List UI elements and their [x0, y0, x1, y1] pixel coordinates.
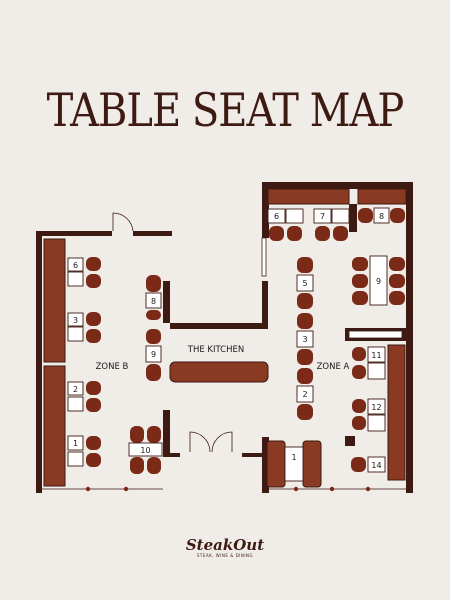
page-title: TABLE SEAT MAP [46, 84, 405, 138]
zone-b-seating [67, 257, 163, 474]
zb-table-9-label: 9 [151, 350, 156, 359]
zone-b-label: ZONE B [96, 362, 129, 372]
za-table-12-label: 12 [371, 403, 381, 412]
za-table-9-label: 9 [376, 277, 381, 286]
zb-table-3-label: 3 [73, 316, 78, 325]
window-markers [85, 486, 371, 492]
za-table-8-label: 8 [379, 212, 384, 221]
za-table-3-label: 3 [302, 335, 307, 344]
brand-logo: SteakOut [185, 536, 265, 554]
za-table-7-label: 7 [320, 212, 325, 221]
za-table-14-label: 14 [371, 461, 381, 470]
table-labels: 6 3 2 1 8 9 10 6 7 8 5 3 2 9 11 12 14 1 [73, 212, 384, 470]
zb-table-2-label: 2 [73, 385, 78, 394]
zb-table-8-label: 8 [151, 297, 156, 306]
za-table-6-label: 6 [274, 212, 279, 221]
brand-tagline: STEAK, WINE & DINING [196, 553, 254, 558]
zb-table-1-label: 1 [73, 439, 78, 448]
za-table-11-label: 11 [371, 351, 381, 360]
zone-labels: ZONE B ZONE A THE KITCHEN [96, 345, 350, 372]
za-table-2-label: 2 [302, 390, 307, 399]
benches [43, 188, 407, 487]
zone-a-seating [266, 207, 405, 488]
zone-a-label: ZONE A [317, 362, 350, 372]
za-table-1-label: 1 [291, 453, 296, 462]
zb-table-6-label: 6 [73, 261, 78, 270]
walls [36, 182, 413, 493]
zb-table-10-label: 10 [140, 446, 150, 455]
doors [42, 212, 406, 490]
kitchen-label: THE KITCHEN [187, 345, 245, 355]
za-table-5-label: 5 [302, 279, 307, 288]
